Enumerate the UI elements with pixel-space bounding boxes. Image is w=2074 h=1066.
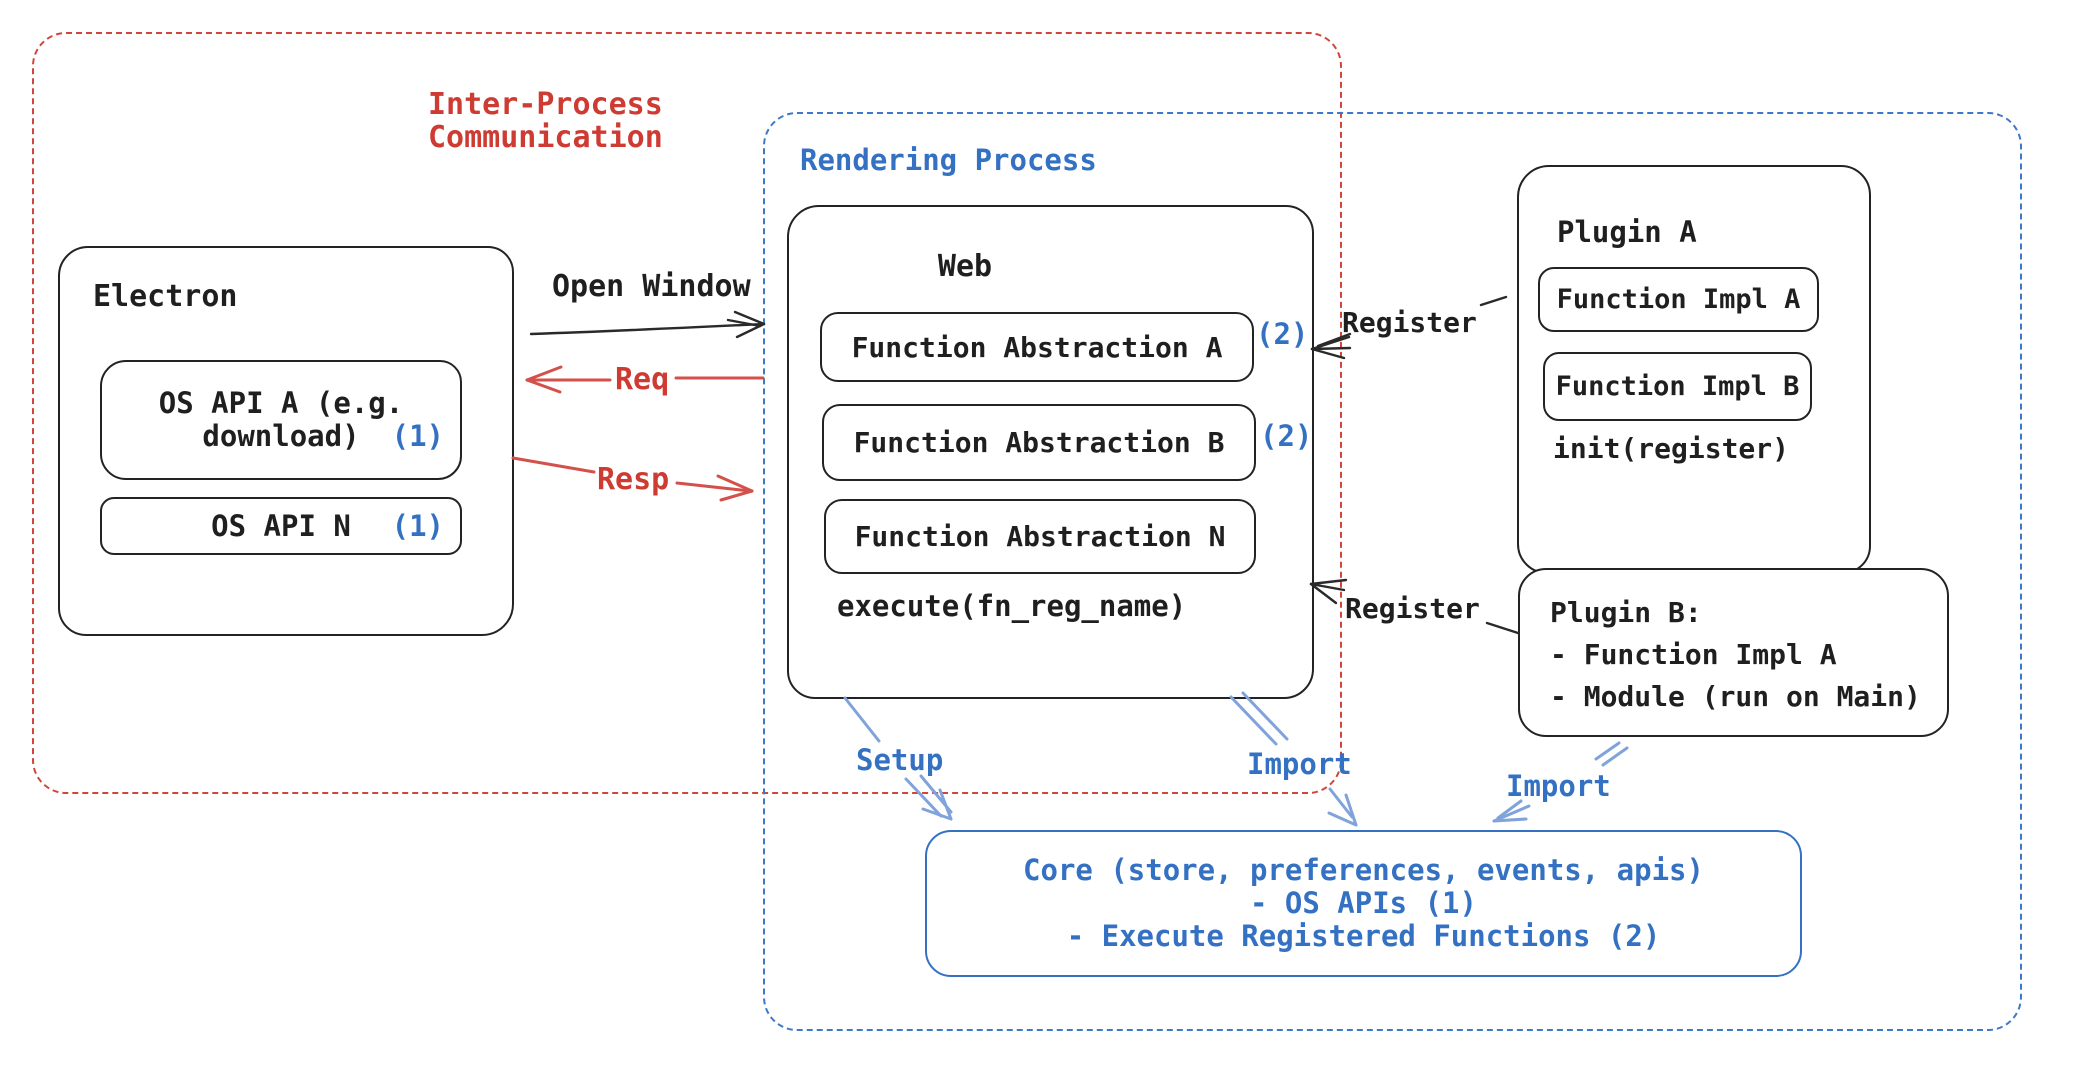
function-impl-a-label: Function Impl A [1556,283,1801,315]
setup-label: Setup [856,743,944,777]
os-api-a-number: (1) [391,419,444,453]
os-api-a-line2: download) [202,419,360,453]
ipc-dashed-container [32,32,1342,794]
web-title: Web [937,249,993,284]
ipc-label: Inter-Process Communication [428,88,663,154]
function-abstraction-n-label: Function Abstraction N [854,520,1226,553]
plugin-b-text: Plugin B: - Function Impl A - Module (ru… [1550,592,1921,718]
function-impl-a-box: Function Impl A [1538,267,1819,332]
function-abstraction-b-number: (2) [1260,419,1313,453]
req-label: Req [615,362,670,397]
core-box: Core (store, preferences, events, apis) … [925,830,1802,977]
import-1-label: Import [1247,747,1352,781]
electron-title: Electron [93,279,238,314]
execute-label: execute(fn_reg_name) [837,589,1187,623]
os-api-n-box: OS API N (1) [100,497,462,555]
import-2-label: Import [1506,769,1611,803]
function-impl-b-box: Function Impl B [1543,352,1812,421]
rendering-process-label: Rendering Process [800,143,1097,177]
open-window-label: Open Window [552,269,751,304]
function-abstraction-b-label: Function Abstraction B [853,426,1225,459]
function-abstraction-b-box: Function Abstraction B [822,404,1256,481]
os-api-n-label: OS API N [211,508,351,543]
function-abstraction-a-label: Function Abstraction A [851,330,1223,364]
function-abstraction-n-box: Function Abstraction N [824,499,1256,574]
plugin-b-box [1518,568,1949,737]
function-abstraction-a-box: Function Abstraction A [820,312,1254,382]
function-impl-b-label: Function Impl B [1555,370,1800,402]
plugin-a-title: Plugin A [1557,215,1697,249]
rendering-process-dashed-container [763,112,2022,1031]
core-line3: - Execute Registered Functions (2) [1066,919,1661,953]
init-register-label: init(register) [1553,432,1790,465]
core-line2: - OS APIs (1) [1250,886,1477,920]
os-api-a-line1: OS API A (e.g. [158,386,404,420]
register-2-label: Register [1345,592,1480,625]
os-api-a-box: OS API A (e.g. download) (1) [100,360,462,480]
plugin-b-line3: - Module (run on Main) [1550,680,1921,713]
ipc-label-line2: Communication [428,120,663,155]
plugin-b-line2: - Function Impl A [1550,638,1837,671]
core-line1: Core (store, preferences, events, apis) [1023,853,1704,887]
register-1-label: Register [1342,306,1477,339]
plugin-b-line1: Plugin B: [1550,596,1702,629]
ipc-label-line1: Inter-Process [428,87,663,122]
os-api-n-number: (1) [391,508,444,543]
function-abstraction-a-number: (2) [1256,317,1309,351]
resp-label: Resp [597,462,670,497]
